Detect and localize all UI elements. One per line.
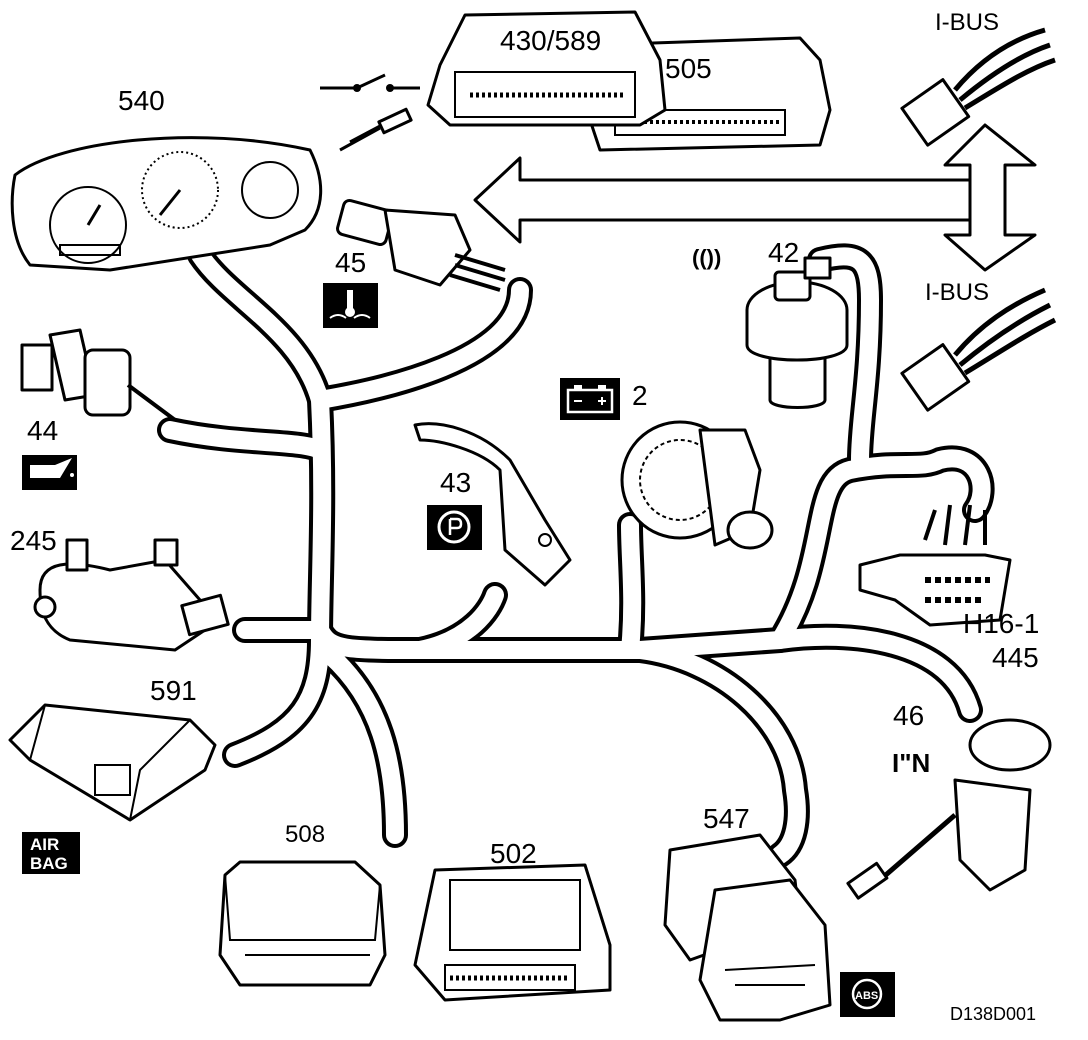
airbag-badge: AIR BAG bbox=[22, 832, 80, 874]
ecu-505-label: 505 bbox=[665, 53, 712, 84]
parking-brake-lever-43 bbox=[413, 422, 572, 587]
oil-can-icon bbox=[30, 458, 74, 478]
alternator-2-label: 2 bbox=[632, 380, 648, 411]
airbag-badge-line1: AIR bbox=[30, 835, 59, 854]
ibus-label-mid: I-BUS bbox=[925, 279, 989, 306]
airbag-591-label: 591 bbox=[150, 675, 197, 706]
instrument-cluster-540 bbox=[10, 136, 323, 272]
oil-sensor-44 bbox=[20, 328, 177, 422]
ecu-502 bbox=[413, 863, 612, 1002]
ecu-430-589-label: 430/589 bbox=[500, 25, 601, 56]
ibus-connector-top bbox=[900, 27, 1056, 147]
oil-pressure-badge bbox=[22, 455, 77, 490]
pump-46-label: 46 bbox=[893, 700, 924, 731]
switch-symbol bbox=[320, 73, 420, 92]
brake-wear-sensor-42 bbox=[745, 256, 849, 409]
brake-wear-symbol: (()) bbox=[692, 245, 721, 270]
abs-badge-text: ABS bbox=[855, 990, 878, 1002]
ecu-502-label: 502 bbox=[490, 838, 537, 869]
connector-h16-1 bbox=[858, 504, 1012, 627]
ibus-connector-mid bbox=[900, 287, 1057, 412]
switch-245-label: 245 bbox=[10, 525, 57, 556]
abs-icon bbox=[851, 978, 883, 1010]
fuel-indicator-symbol: I"N bbox=[892, 748, 930, 778]
abs-unit-547 bbox=[663, 833, 832, 1022]
switch-245 bbox=[33, 538, 230, 652]
abs-547-label: 547 bbox=[703, 803, 750, 834]
ecu-430-589 bbox=[426, 10, 667, 127]
coolant-temperature-badge bbox=[323, 283, 378, 328]
sensor-42-label: 42 bbox=[768, 237, 799, 268]
coolant-sensor-45 bbox=[336, 198, 506, 292]
abs-badge: ABS bbox=[840, 972, 895, 1017]
connector-445-label: 445 bbox=[992, 642, 1039, 673]
battery-badge bbox=[560, 378, 620, 420]
sensor-44-label: 44 bbox=[27, 415, 58, 446]
coolant-temperature-icon bbox=[329, 290, 371, 319]
wiring-harness bbox=[157, 242, 995, 868]
module-508 bbox=[218, 860, 387, 987]
connector-h16-1-label: H16-1 bbox=[963, 608, 1039, 639]
ibus-label-top: I-BUS bbox=[935, 9, 999, 36]
alternator-2 bbox=[620, 420, 774, 550]
diagram-id: D138D001 bbox=[950, 1004, 1036, 1024]
airbag-badge-line2: BAG bbox=[30, 854, 68, 873]
cluster-540-label: 540 bbox=[118, 85, 165, 116]
ibus-arrow bbox=[473, 123, 1037, 272]
fuel-pump-46 bbox=[846, 718, 1052, 900]
sensor-45-label: 45 bbox=[335, 247, 366, 278]
brake-43-label: 43 bbox=[440, 467, 471, 498]
parking-brake-badge bbox=[427, 505, 482, 550]
battery-icon bbox=[566, 385, 614, 414]
probe-symbol bbox=[339, 107, 413, 152]
airbag-module-591 bbox=[8, 703, 217, 822]
module-508-label: 508 bbox=[285, 821, 325, 848]
parking-brake-icon bbox=[437, 510, 471, 544]
